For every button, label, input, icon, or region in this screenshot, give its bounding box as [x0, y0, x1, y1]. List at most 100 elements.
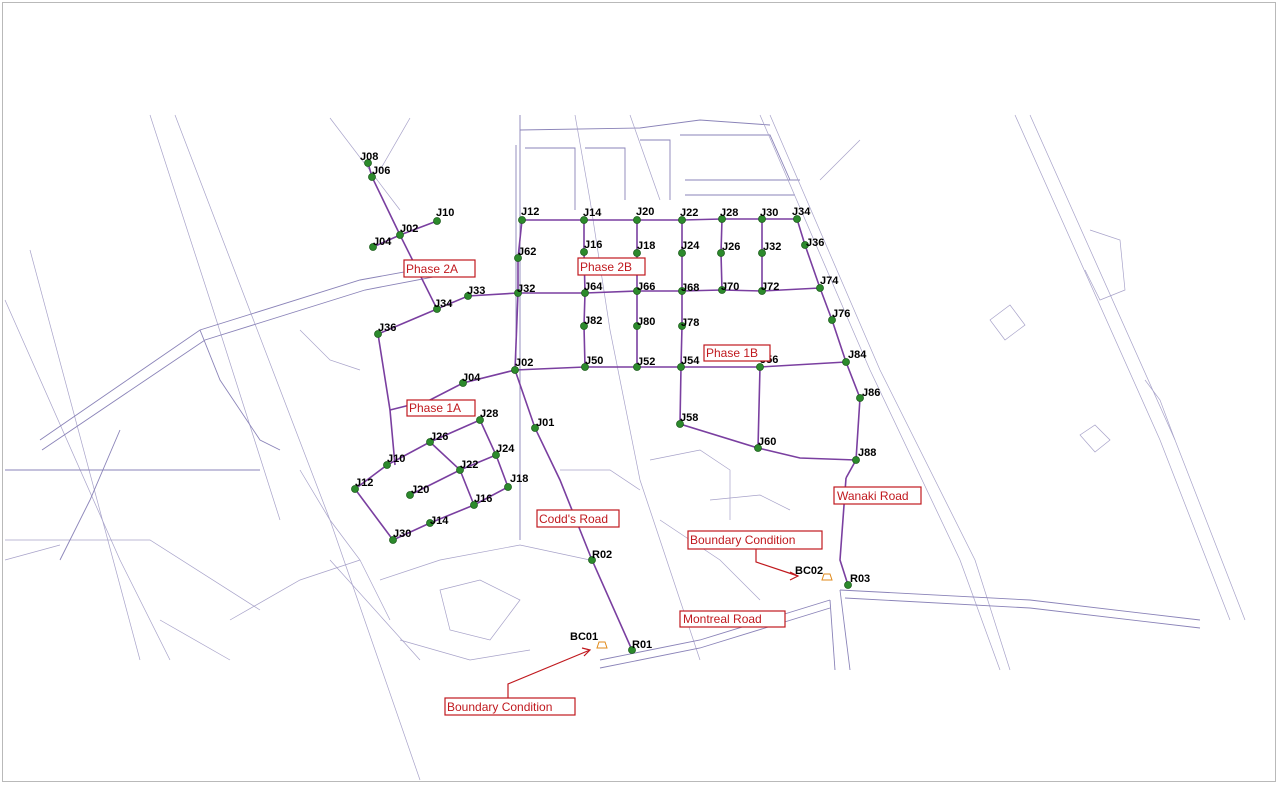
- junction-node: [369, 243, 377, 251]
- junction-label: J28: [480, 408, 498, 420]
- boundary-arrow-2-head: [789, 571, 800, 581]
- junction-label: J30: [393, 528, 411, 540]
- junction-label: J74: [820, 275, 839, 287]
- junction-label: J82: [584, 315, 602, 327]
- junction-label: J04: [373, 236, 392, 248]
- junction-label: J24: [681, 240, 700, 252]
- junction-label: J02: [515, 357, 533, 369]
- junction-label: J50: [585, 355, 603, 367]
- junction-label: J36: [806, 237, 824, 249]
- junction-node: [406, 491, 414, 499]
- junction-label: J32: [517, 283, 535, 295]
- callouts: Phase 2A Phase 2B Phase 1B Phase 1A Codd…: [403, 257, 922, 716]
- junction-label: J72: [761, 281, 779, 293]
- junction-label: J76: [832, 308, 850, 320]
- junction-node: [433, 305, 441, 313]
- junction-label: J12: [521, 206, 539, 218]
- junction-node: [756, 363, 764, 371]
- junction-node: [456, 466, 464, 474]
- boundary-arrow-1-head: [581, 647, 592, 657]
- phase-2b-label: Phase 2B: [580, 260, 632, 274]
- junction-node: [364, 159, 372, 167]
- junction-label: J84: [848, 349, 867, 361]
- phase-2a-label: Phase 2A: [406, 262, 458, 276]
- junction-label: J28: [720, 207, 738, 219]
- boundary-icons: [596, 573, 833, 649]
- junction-node: [433, 217, 441, 225]
- junction-node: [633, 287, 641, 295]
- codds-road-label: Codd's Road: [539, 512, 608, 526]
- junction-label: J30: [760, 207, 778, 219]
- junction-label: J04: [462, 372, 481, 384]
- junction-label: J16: [474, 493, 492, 505]
- junction-node: [470, 501, 478, 509]
- junction-label: J01: [536, 417, 554, 429]
- junction-label: J70: [721, 281, 739, 293]
- junction-label: J26: [722, 241, 740, 253]
- junction-label: J54: [681, 355, 700, 367]
- boundary-condition-icon: [596, 641, 608, 649]
- junction-node: [678, 322, 686, 330]
- junction-node: [580, 248, 588, 256]
- junction-label: J22: [680, 207, 698, 219]
- junction-node: [828, 316, 836, 324]
- junction-node: [580, 322, 588, 330]
- junction-label: J22: [460, 459, 478, 471]
- junction-label: J33: [467, 285, 485, 297]
- boundary-condition-label: Boundary Condition: [690, 533, 795, 547]
- junction-label: J68: [681, 282, 699, 294]
- junction-node: [464, 292, 472, 300]
- junction-node: [504, 483, 512, 491]
- junction-label: J12: [355, 477, 373, 489]
- junction-node: [514, 289, 522, 297]
- junction-node: [718, 286, 726, 294]
- junction-node: [580, 216, 588, 224]
- junction-node: [389, 536, 397, 544]
- junction-label: J26: [430, 431, 448, 443]
- junction-label: J78: [681, 317, 699, 329]
- callout-arrows: [507, 549, 800, 698]
- junction-label: J18: [637, 240, 655, 252]
- junction-node: [633, 363, 641, 371]
- boundary-condition-icon: [821, 573, 833, 581]
- junction-node: [717, 249, 725, 257]
- junction-label: J02: [400, 223, 418, 235]
- junction-node: [459, 379, 467, 387]
- junction-label: J32: [763, 241, 781, 253]
- junction-node: [368, 173, 376, 181]
- boundary-arrow-1: [507, 649, 591, 698]
- junction-node: [676, 420, 684, 428]
- junction-node: [677, 363, 685, 371]
- junction-label: J06: [372, 165, 390, 177]
- junction-node: [351, 485, 359, 493]
- junction-node: [426, 438, 434, 446]
- junction-label: J88: [858, 447, 876, 459]
- road-linework: [4, 114, 1246, 781]
- junction-label: J62: [518, 246, 536, 258]
- junction-node: [678, 249, 686, 257]
- junction-label: J34: [434, 298, 453, 310]
- junction-label: J20: [636, 206, 654, 218]
- junction-node: [492, 451, 500, 459]
- junction-label: J64: [584, 281, 603, 293]
- junction-node: [633, 216, 641, 224]
- junction-node: [718, 215, 726, 223]
- junction-node: [678, 287, 686, 295]
- junction-node: [581, 289, 589, 297]
- junction-label: J20: [411, 484, 429, 496]
- junction-label: J60: [758, 436, 776, 448]
- junction-label: J10: [387, 453, 405, 465]
- junction-node: [856, 394, 864, 402]
- junction-node: [842, 358, 850, 366]
- boundary-condition-label: Boundary Condition: [447, 700, 552, 714]
- junction-label: J10: [436, 207, 454, 219]
- junction-label: J86: [862, 387, 880, 399]
- junction-node: [758, 287, 766, 295]
- reservoir-node: [628, 646, 636, 654]
- junction-node: [801, 241, 809, 249]
- junction-node: [396, 231, 404, 239]
- junction-label: J80: [637, 316, 655, 328]
- boundary-label: BC02: [795, 565, 823, 577]
- junction-node: [518, 216, 526, 224]
